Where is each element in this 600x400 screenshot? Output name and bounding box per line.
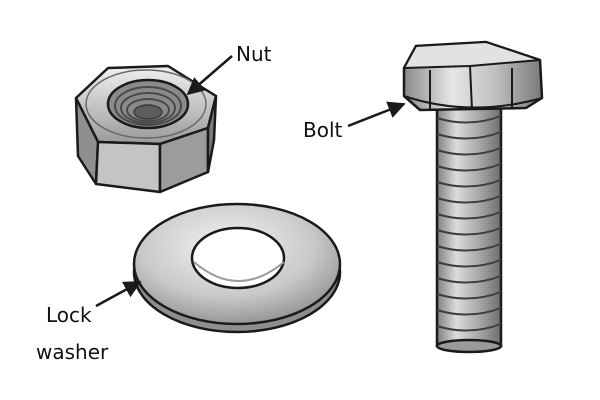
hex-nut-icon: [74, 64, 218, 194]
hex-bolt-icon: [402, 40, 544, 354]
washer-pointer-arrow: [95, 280, 142, 308]
lock-washer-label-line2: washer: [36, 340, 109, 364]
nut-pointer-arrow: [186, 55, 233, 96]
bolt-pointer-arrow: [347, 101, 406, 128]
nut-label: Nut: [236, 42, 272, 66]
lock-washer-label-line1: Lock: [46, 303, 92, 327]
bolt-label: Bolt: [303, 118, 343, 142]
lock-washer-icon: [132, 202, 342, 334]
